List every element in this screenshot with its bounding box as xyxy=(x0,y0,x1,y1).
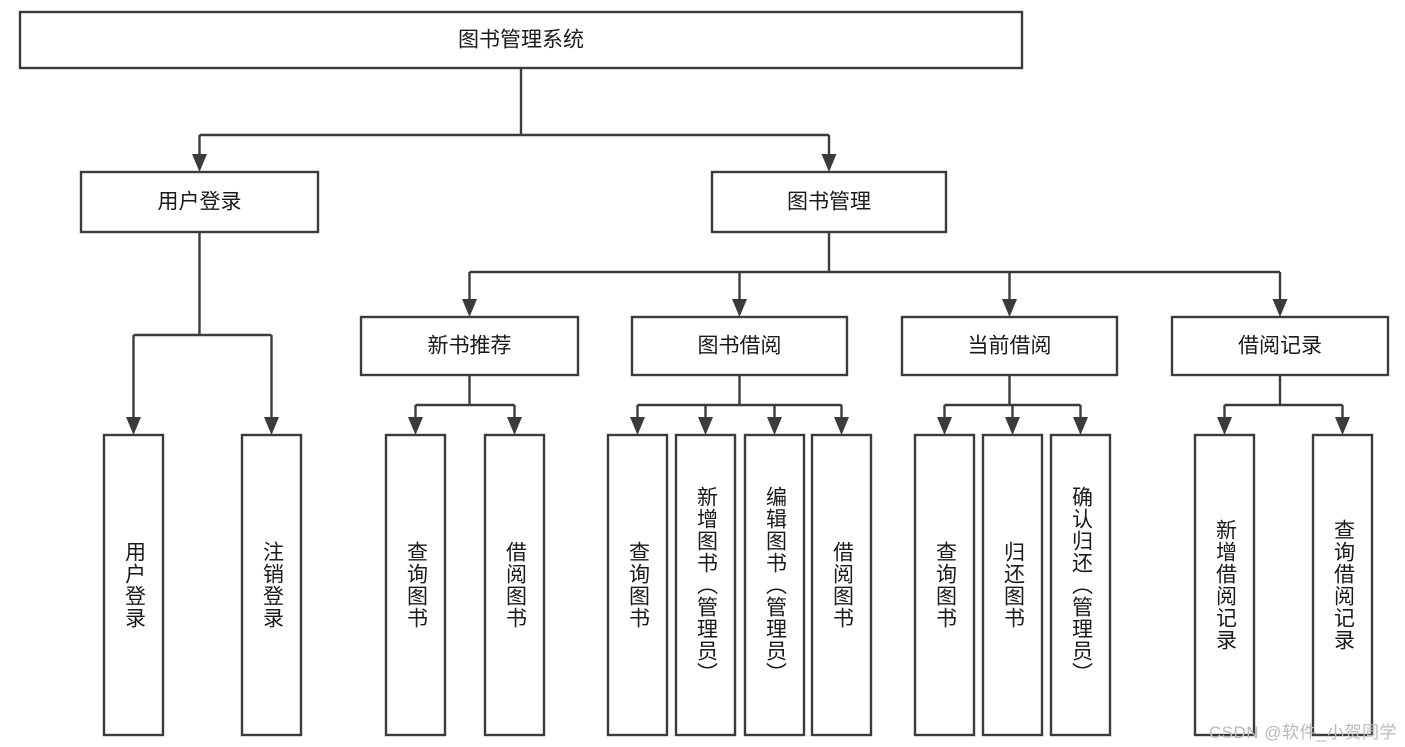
node-label-wrap-leaf-edit-book-admin: 编辑图书（管理员） xyxy=(763,486,787,684)
node-box-leaf-rec-query-book[interactable] xyxy=(384,433,447,737)
node-box-leaf-return-book[interactable] xyxy=(981,433,1044,737)
node-leaf-add-borrow-record[interactable]: 新增借阅记录 xyxy=(1193,433,1256,737)
nodes-layer: 图书管理系统用户登录图书管理新书推荐图书借阅当前借阅借阅记录用户登录注销登录查询… xyxy=(18,10,1390,737)
node-box-leaf-rec-borrow-book[interactable] xyxy=(483,433,546,737)
node-box-leaf-edit-book-admin[interactable] xyxy=(743,433,806,737)
node-label-wrap-leaf-cur-query-book: 查询图书 xyxy=(933,541,957,629)
node-label-wrap-leaf-add-book-admin: 新增图书（管理员） xyxy=(694,486,718,684)
node-label-root: 图书管理系统 xyxy=(458,29,584,52)
node-label-leaf-edit-book-admin: 编辑图书（管理员） xyxy=(763,486,787,684)
node-label-borrow-record: 借阅记录 xyxy=(1238,335,1322,358)
node-box-book-borrow[interactable] xyxy=(630,315,849,377)
node-label-leaf-rec-borrow-book: 借阅图书 xyxy=(503,541,527,629)
node-root[interactable]: 图书管理系统 xyxy=(18,10,1024,70)
node-leaf-cur-query-book[interactable]: 查询图书 xyxy=(913,433,976,737)
node-label-book-manage: 图书管理 xyxy=(787,191,871,214)
node-label-wrap-leaf-borrow-book: 借阅图书 xyxy=(830,541,854,629)
node-label-wrap-leaf-rec-query-book: 查询图书 xyxy=(404,541,428,629)
node-label-leaf-borrow-query-book: 查询图书 xyxy=(626,541,650,629)
connectors-layer xyxy=(126,68,1350,435)
node-label-leaf-user-logout: 注销登录 xyxy=(260,541,284,629)
node-leaf-return-book[interactable]: 归还图书 xyxy=(981,433,1044,737)
node-label-leaf-rec-query-book: 查询图书 xyxy=(404,541,428,629)
node-label-wrap-leaf-borrow-query-book: 查询图书 xyxy=(626,541,650,629)
node-book-borrow[interactable]: 图书借阅 xyxy=(630,315,849,377)
node-box-leaf-cur-query-book[interactable] xyxy=(913,433,976,737)
node-box-leaf-user-logout[interactable] xyxy=(240,433,303,737)
node-label-book-borrow: 图书借阅 xyxy=(698,335,782,358)
node-leaf-user-logout[interactable]: 注销登录 xyxy=(240,433,303,737)
node-current-borrow[interactable]: 当前借阅 xyxy=(900,315,1119,377)
node-label-wrap-leaf-confirm-return-admin: 确认归还（管理员） xyxy=(1069,486,1093,684)
node-label-leaf-add-book-admin: 新增图书（管理员） xyxy=(694,486,718,684)
node-leaf-rec-query-book[interactable]: 查询图书 xyxy=(384,433,447,737)
node-leaf-confirm-return-admin[interactable]: 确认归还（管理员） xyxy=(1049,433,1112,737)
node-box-leaf-borrow-book[interactable] xyxy=(810,433,873,737)
node-box-borrow-record[interactable] xyxy=(1170,315,1390,377)
node-box-leaf-add-book-admin[interactable] xyxy=(674,433,737,737)
node-borrow-record[interactable]: 借阅记录 xyxy=(1170,315,1390,377)
node-box-leaf-borrow-query-book[interactable] xyxy=(606,433,669,737)
node-label-wrap-leaf-rec-borrow-book: 借阅图书 xyxy=(503,541,527,629)
node-label-leaf-borrow-book: 借阅图书 xyxy=(830,541,854,629)
node-box-leaf-query-borrow-record[interactable] xyxy=(1311,433,1374,737)
node-box-user-login[interactable] xyxy=(79,170,320,234)
node-leaf-edit-book-admin[interactable]: 编辑图书（管理员） xyxy=(743,433,806,737)
node-leaf-user-login[interactable]: 用户登录 xyxy=(102,433,165,737)
node-label-leaf-user-login: 用户登录 xyxy=(122,541,146,629)
node-box-root[interactable] xyxy=(18,10,1024,70)
node-leaf-borrow-book[interactable]: 借阅图书 xyxy=(810,433,873,737)
node-leaf-query-borrow-record[interactable]: 查询借阅记录 xyxy=(1311,433,1374,737)
node-user-login[interactable]: 用户登录 xyxy=(79,170,320,234)
node-label-user-login: 用户登录 xyxy=(158,191,242,214)
node-label-wrap-leaf-add-borrow-record: 新增借阅记录 xyxy=(1213,519,1237,651)
node-box-current-borrow[interactable] xyxy=(900,315,1119,377)
node-label-wrap-leaf-user-logout: 注销登录 xyxy=(260,541,284,629)
node-leaf-rec-borrow-book[interactable]: 借阅图书 xyxy=(483,433,546,737)
node-label-leaf-add-borrow-record: 新增借阅记录 xyxy=(1213,519,1237,651)
node-label-wrap-leaf-query-borrow-record: 查询借阅记录 xyxy=(1331,519,1355,651)
node-label-leaf-query-borrow-record: 查询借阅记录 xyxy=(1331,519,1355,651)
node-leaf-borrow-query-book[interactable]: 查询图书 xyxy=(606,433,669,737)
node-book-manage[interactable]: 图书管理 xyxy=(710,170,948,234)
node-label-leaf-return-book: 归还图书 xyxy=(1001,541,1025,629)
node-box-leaf-confirm-return-admin[interactable] xyxy=(1049,433,1112,737)
node-box-new-book-rec[interactable] xyxy=(359,315,580,377)
node-label-new-book-rec: 新书推荐 xyxy=(428,335,512,358)
node-label-wrap-leaf-return-book: 归还图书 xyxy=(1001,541,1025,629)
node-label-leaf-cur-query-book: 查询图书 xyxy=(933,541,957,629)
node-label-current-borrow: 当前借阅 xyxy=(968,335,1052,358)
node-box-book-manage[interactable] xyxy=(710,170,948,234)
node-label-wrap-leaf-user-login: 用户登录 xyxy=(122,541,146,629)
node-box-leaf-add-borrow-record[interactable] xyxy=(1193,433,1256,737)
node-box-leaf-user-login[interactable] xyxy=(102,433,165,737)
node-new-book-rec[interactable]: 新书推荐 xyxy=(359,315,580,377)
node-leaf-add-book-admin[interactable]: 新增图书（管理员） xyxy=(674,433,737,737)
node-label-leaf-confirm-return-admin: 确认归还（管理员） xyxy=(1069,486,1093,684)
